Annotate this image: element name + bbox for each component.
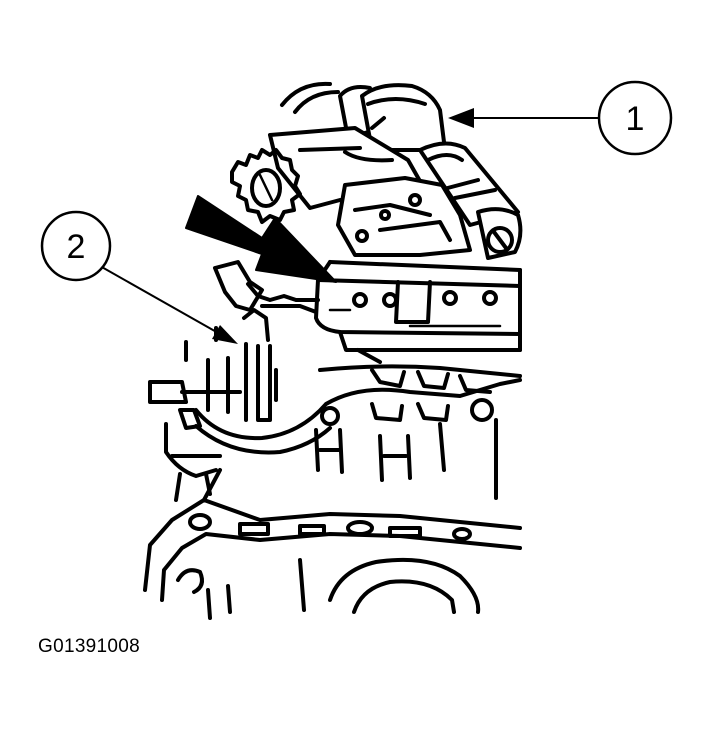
arrowhead-2: [212, 325, 238, 344]
cylinder-head-rail: [314, 260, 522, 352]
arrowhead-1: [448, 108, 474, 128]
cam-bracket: [336, 176, 523, 260]
tensioner-bracket: [148, 260, 320, 430]
lower-housing: [143, 468, 522, 620]
callout-circle-1: [597, 80, 673, 156]
figure-id: G01391008: [38, 636, 141, 657]
callout-circle-2: [40, 210, 112, 282]
timing-gear: [230, 148, 302, 224]
engine-block: [164, 348, 522, 502]
leader-line-2: [99, 265, 221, 335]
callout-number-1: 1: [626, 100, 645, 138]
callout-number-2: 2: [67, 228, 86, 266]
callout-1: 1: [448, 80, 673, 156]
callout-2: 2: [40, 210, 238, 344]
upper-cylinder-assembly: [268, 81, 520, 227]
pointer-arrow: [185, 195, 337, 283]
